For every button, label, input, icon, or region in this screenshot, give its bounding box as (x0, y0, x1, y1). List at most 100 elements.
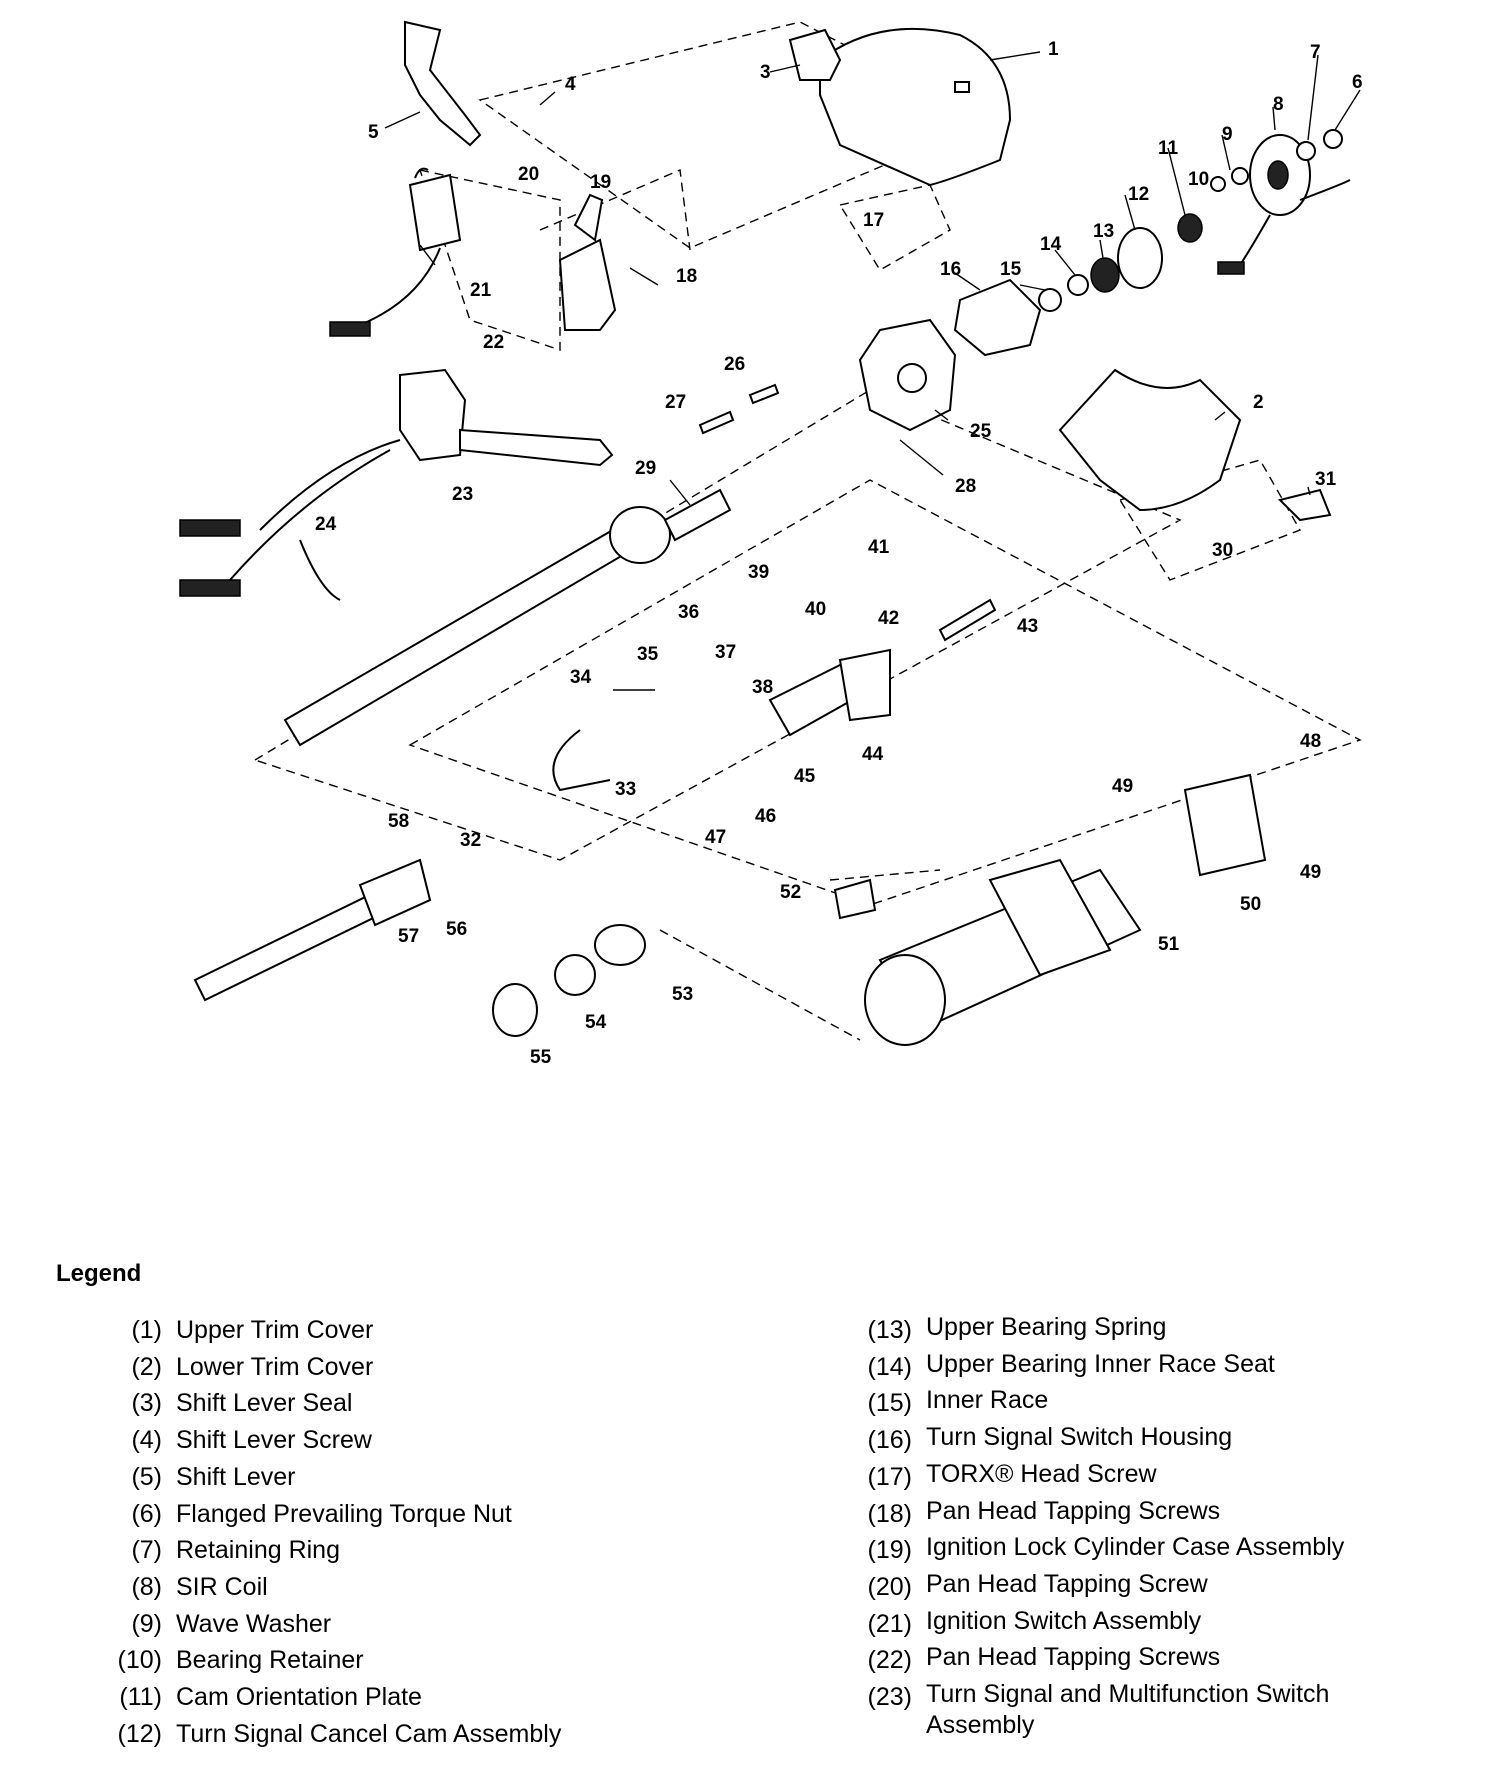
callout-9: 9 (1222, 124, 1233, 145)
callout-leaders (384, 51, 1361, 691)
multifunction-lever (459, 428, 614, 467)
lock-housing (838, 648, 891, 722)
bearing-retainer (1210, 176, 1226, 192)
callout-15: 15 (1000, 259, 1022, 280)
multifunction-connector-b (179, 579, 241, 597)
legend-label: Inner Race (926, 1386, 1049, 1415)
legend-item: (12)Turn Signal Cancel Cam Assembly (90, 1716, 750, 1753)
ignition-lock-case (558, 238, 617, 331)
legend-number: (11) (119, 1683, 162, 1712)
column-mount-bracket (988, 858, 1112, 977)
callout-56: 56 (446, 919, 467, 940)
callout-13: 13 (1093, 221, 1114, 242)
legend-item: (14)Upper Bearing Inner Race Seat (840, 1349, 1420, 1386)
legend-item: (18)Pan Head Tapping Screws (840, 1496, 1420, 1533)
sir-coil-hub (1267, 160, 1289, 190)
callout-10: 10 (1188, 169, 1209, 190)
legend-number: (19) (867, 1536, 912, 1565)
legend-item: (22)Pan Head Tapping Screws (840, 1642, 1420, 1679)
legend-number: (18) (867, 1499, 912, 1528)
legend-number: (10) (117, 1646, 162, 1675)
callout-12: 12 (1128, 184, 1149, 205)
legend-label: Turn Signal Cancel Cam Assembly (176, 1719, 562, 1748)
legend-item: (3)Shift Lever Seal (90, 1385, 750, 1422)
callout-58: 58 (388, 811, 409, 832)
legend-label: Flanged Prevailing Torque Nut (176, 1499, 512, 1528)
legend-item: (11)Cam Orientation Plate (90, 1679, 750, 1716)
callout-16: 16 (940, 259, 961, 280)
steering-shaft-spline (663, 488, 732, 542)
legend-number: (16) (867, 1426, 912, 1455)
legend-number: (7) (131, 1536, 162, 1565)
lower-bearing (554, 954, 596, 996)
legend-number: (6) (131, 1499, 162, 1528)
legend-item: (8) SIR Coil (90, 1569, 750, 1606)
callout-27: 27 (665, 392, 686, 413)
legend-item: (17)TORX® Head Screw (840, 1459, 1420, 1496)
legend-label: Wave Washer (176, 1609, 332, 1638)
switch-wire (552, 729, 611, 792)
legend-label: Upper Trim Cover (176, 1316, 374, 1344)
callout-11: 11 (1158, 138, 1179, 159)
legend-number: (3) (131, 1389, 162, 1418)
legend-item: (13)Upper Bearing Spring (840, 1312, 1420, 1349)
callout-50: 50 (1240, 894, 1261, 915)
callout-29: 29 (635, 458, 656, 479)
legend-item: (2) Lower Trim Cover (90, 1349, 750, 1386)
ignition-switch-connector (329, 321, 371, 337)
turn-signal-switch-housing (953, 278, 1042, 357)
callout-39: 39 (748, 562, 769, 583)
legend-item: (7) Retaining Ring (90, 1532, 750, 1569)
legend-label: Shift Lever Screw (176, 1426, 372, 1455)
ignition-switch-wire (359, 167, 441, 326)
legend-number: (8) (131, 1572, 162, 1601)
callout-19: 19 (590, 172, 611, 193)
legend-item: (15)Inner Race (840, 1385, 1420, 1422)
callout-35: 35 (637, 644, 659, 665)
callout-55: 55 (530, 1047, 552, 1068)
legend-label: Turn Signal Switch Housing (926, 1423, 1233, 1452)
legend-label: Upper Bearing Inner Race Seat (926, 1349, 1275, 1378)
legend-number: (23) (867, 1683, 912, 1712)
legend-title: Legend (56, 1260, 142, 1287)
legend-item: (4)Shift Lever Screw (90, 1422, 750, 1459)
legend-number: (21) (867, 1609, 912, 1638)
legend-item: (1) Upper Trim Cover (90, 1312, 750, 1349)
lower-trim-cover (1058, 368, 1242, 512)
callout-54: 54 (585, 1012, 607, 1033)
sir-coil-connector (1217, 261, 1245, 275)
callout-38: 38 (752, 677, 773, 698)
callout-32: 32 (460, 830, 481, 851)
pin (748, 383, 780, 405)
legend-label: TORX® Head Screw (926, 1459, 1157, 1488)
callout-49a: 49 (1112, 776, 1133, 797)
legend-number: (9) (131, 1609, 162, 1638)
legend-number: (22) (867, 1646, 912, 1675)
legend-label: Shift Lever (176, 1462, 296, 1491)
callout-45: 45 (794, 766, 816, 787)
legend-item: (19)Ignition Lock Cylinder Case Assembly (840, 1532, 1420, 1569)
spring (698, 410, 735, 435)
legend-label: Retaining Ring (176, 1536, 340, 1565)
actuator-rod (938, 598, 997, 642)
legend-number: (1) (131, 1316, 162, 1344)
legend-label: SIR Coil (176, 1572, 268, 1601)
callout-28: 28 (955, 476, 976, 497)
callout-6: 6 (1352, 72, 1363, 93)
multifunction-switch (399, 368, 467, 462)
legend-label: Lower Trim Cover (176, 1352, 374, 1381)
callout-20: 20 (518, 164, 539, 185)
callout-43: 43 (1017, 616, 1038, 637)
lower-seal (492, 983, 538, 1037)
callout-21: 21 (470, 280, 492, 301)
legend-label: Upper Bearing Spring (926, 1313, 1167, 1341)
callout-40: 40 (805, 599, 826, 620)
callout-36: 36 (678, 602, 699, 623)
callout-2: 2 (1253, 392, 1264, 413)
callout-37: 37 (715, 642, 736, 663)
inner-race (1038, 288, 1062, 312)
callout-47: 47 (705, 827, 726, 848)
legend-number: (2) (131, 1352, 162, 1381)
legend-item: (23) Turn Signal and Multifunction Switch… (840, 1679, 1420, 1741)
legend-label: Turn Signal and Multifunction Switch Ass… (926, 1680, 1330, 1740)
